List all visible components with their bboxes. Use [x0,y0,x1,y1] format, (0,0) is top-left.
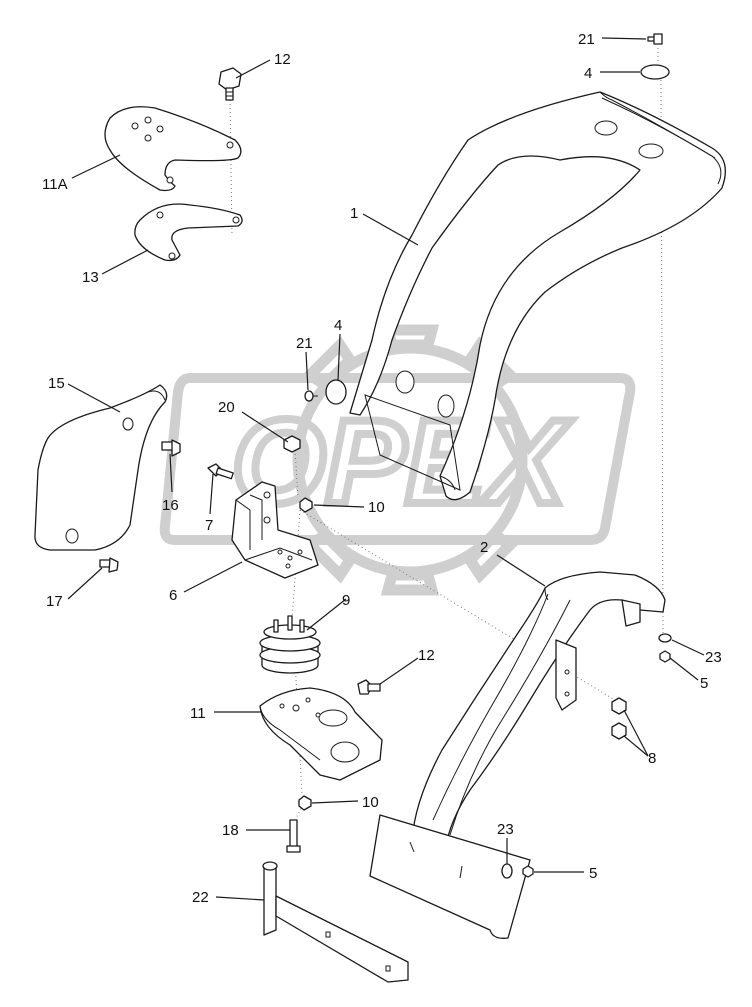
nuts-part-8 [611,697,627,740]
nut-part-5-low [522,865,534,878]
callout-21-top: 21 [578,31,595,48]
callout-9: 9 [342,592,350,609]
callout-5-low: 5 [589,865,597,882]
callout-16: 16 [162,497,179,514]
bolt-part-16 [161,439,181,457]
callout-1: 1 [350,205,358,222]
callout-11: 11 [190,705,206,722]
callout-23-top: 23 [705,649,722,666]
fender-part-1 [349,91,726,501]
isolator-part-9 [259,615,321,674]
callout-22: 22 [192,889,209,906]
cap-part-4-top [640,64,670,80]
leader-lines [67,37,705,901]
nut-part-10-low [298,795,312,811]
plate-part-13 [134,203,243,262]
mount-part-11 [259,687,383,781]
nut-part-5-top [659,650,671,663]
callout-23-low: 23 [497,821,514,838]
nut-part-10-mid [299,497,313,513]
bolt-part-18 [286,819,301,853]
watermark: OPEX [159,324,636,596]
callout-11a: 11A [42,176,68,193]
callout-4-top: 4 [584,65,592,82]
bracket-part-6 [231,481,319,579]
watermark-text: OPEX [232,395,572,529]
callout-21-mid: 21 [296,335,313,352]
callout-17: 17 [46,593,63,610]
callout-4-mid: 4 [334,317,342,334]
support-bar-part-22 [262,861,409,983]
plate-part-11a [104,106,242,192]
watermark-frame [159,373,636,545]
callout-12-mid: 12 [418,647,435,664]
callout-18: 18 [222,822,239,839]
callout-10-mid: 10 [368,499,385,516]
callout-13: 13 [82,269,99,286]
cap-part-4-mid [325,379,347,405]
callout-2: 2 [480,539,488,556]
screw-part-21-top [647,33,663,45]
callout-15: 15 [48,375,65,392]
bolt-part-7 [207,463,234,480]
callout-20: 20 [218,399,235,416]
nut-part-20 [283,435,301,453]
bracket-arm-part-2 [369,571,666,939]
washer-part-23-low [501,863,513,879]
bolt-part-12-top [218,67,242,101]
callout-6: 6 [169,587,177,604]
washer-part-23-top [658,633,672,643]
callout-7: 7 [205,517,213,534]
callout-12-top: 12 [274,51,291,68]
callout-8: 8 [648,750,656,767]
screw-part-21-mid [304,390,318,402]
bolt-part-12-mid [357,679,381,695]
callout-10-low: 10 [362,794,379,811]
callout-labels: 21 4 12 11A 1 13 4 21 15 20 16 10 7 2 6 … [42,31,722,906]
side-panel-part-15 [34,384,168,551]
callout-5-top: 5 [700,675,708,692]
bolt-part-17 [99,557,119,573]
